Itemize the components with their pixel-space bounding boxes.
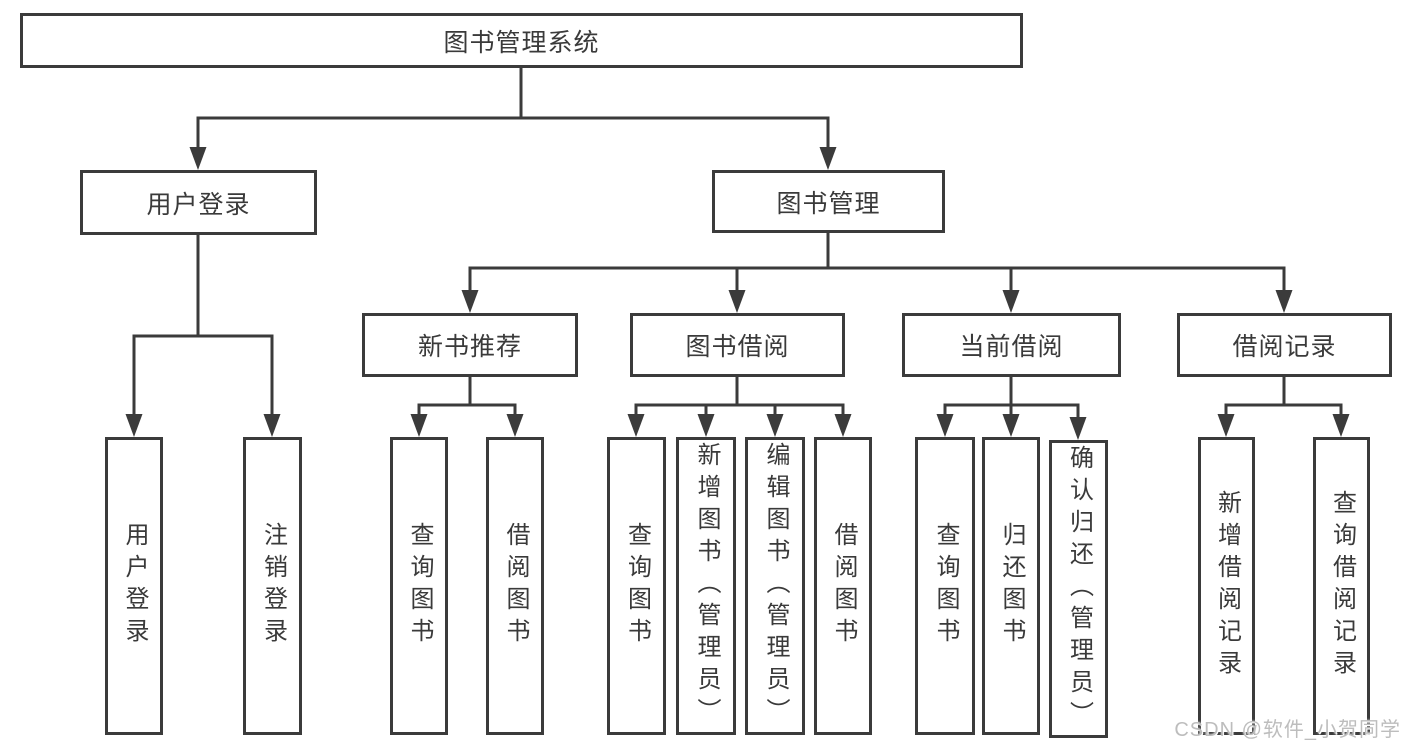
leaf-edit-book-admin: 编辑图书（管理员） xyxy=(745,437,805,735)
node-borrow-record: 借阅记录 xyxy=(1177,313,1392,377)
leaf-add-book-admin: 新增图书（管理员） xyxy=(676,437,736,735)
node-label: 图书管理系统 xyxy=(443,28,600,57)
node-label: 图书管理 xyxy=(776,189,881,218)
node-label: 用户登录 xyxy=(121,522,148,650)
leaf-return-book: 归还图书 xyxy=(982,437,1040,735)
node-root-system: 图书管理系统 xyxy=(20,13,1023,68)
leaf-borrow-book-recommend: 借阅图书 xyxy=(486,437,544,735)
node-label: 查询图书 xyxy=(623,522,651,650)
leaf-confirm-return-admin: 确认归还（管理员） xyxy=(1049,440,1108,738)
node-label: 编辑图书（管理员） xyxy=(762,442,789,730)
node-label: 注销登录 xyxy=(259,522,287,650)
node-user-login: 用户登录 xyxy=(80,170,317,235)
node-book-borrow: 图书借阅 xyxy=(630,313,845,377)
node-label: 用户登录 xyxy=(146,190,251,219)
leaf-query-book-current: 查询图书 xyxy=(915,437,975,735)
node-current-borrow: 当前借阅 xyxy=(902,313,1121,377)
leaf-add-borrow-record: 新增借阅记录 xyxy=(1198,437,1255,735)
leaf-query-book-borrow: 查询图书 xyxy=(607,437,666,735)
node-book-manage: 图书管理 xyxy=(712,170,945,233)
node-label: 借阅图书 xyxy=(502,522,529,650)
leaf-user-login: 用户登录 xyxy=(105,437,163,735)
node-label: 查询图书 xyxy=(406,522,433,650)
leaf-query-borrow-record: 查询借阅记录 xyxy=(1313,437,1370,735)
node-label: 借阅记录 xyxy=(1232,333,1337,361)
node-label: 查询借阅记录 xyxy=(1328,490,1356,682)
node-label: 新书推荐 xyxy=(417,333,522,361)
node-label: 查询图书 xyxy=(932,522,959,650)
node-label: 新增图书（管理员） xyxy=(693,442,720,730)
leaf-query-book-recommend: 查询图书 xyxy=(390,437,448,735)
node-label: 当前借阅 xyxy=(959,333,1064,361)
node-label: 新增借阅记录 xyxy=(1213,490,1241,682)
node-label: 图书借阅 xyxy=(685,333,790,361)
csdn-watermark: CSDN @软件_小贺同学 xyxy=(1174,719,1401,741)
node-label: 确认归还（管理员） xyxy=(1065,445,1093,733)
leaf-borrow-book: 借阅图书 xyxy=(814,437,872,735)
node-label: 借阅图书 xyxy=(830,522,857,650)
node-label: 归还图书 xyxy=(998,522,1025,650)
node-new-book-recommend: 新书推荐 xyxy=(362,313,578,377)
leaf-logout-login: 注销登录 xyxy=(243,437,302,735)
